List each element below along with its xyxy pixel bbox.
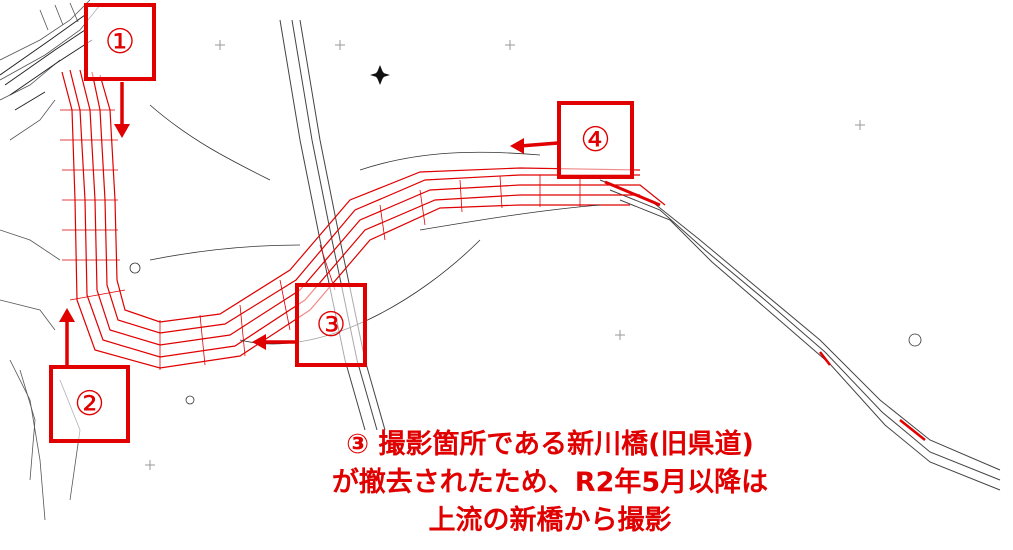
marker-3: ③ (295, 283, 367, 367)
marker-2-label: ② (74, 384, 105, 424)
direction-arrows (59, 82, 559, 366)
alignment-red (61, 69, 926, 441)
building-hatch (0, 14, 93, 111)
marker-1: ① (84, 3, 156, 81)
marker-4-label: ④ (580, 120, 611, 160)
caption-line-1: ③ 撮影箇所である新川橋(旧県道) (346, 429, 754, 460)
caption-text: ③ 撮影箇所である新川橋(旧県道) が撤去されたため、R2年5月以降は 上流の新… (250, 426, 850, 540)
marker-4: ④ (557, 101, 634, 179)
existing-highway (279, 19, 386, 431)
marker-3-label: ③ (315, 305, 347, 345)
grid-ticks (145, 40, 865, 470)
detail-circles (129, 70, 922, 405)
marker-2: ② (49, 365, 130, 443)
caption-line-3: 上流の新橋から撮影 (428, 505, 672, 536)
north-arrow-icon (370, 65, 390, 85)
marker-1-label: ① (104, 22, 136, 62)
station-ticks (60, 109, 581, 370)
dimension-lines (149, 104, 601, 345)
caption-line-2: が撤去されたため、R2年5月以降は (331, 467, 769, 498)
existing-road-east (599, 179, 1001, 491)
